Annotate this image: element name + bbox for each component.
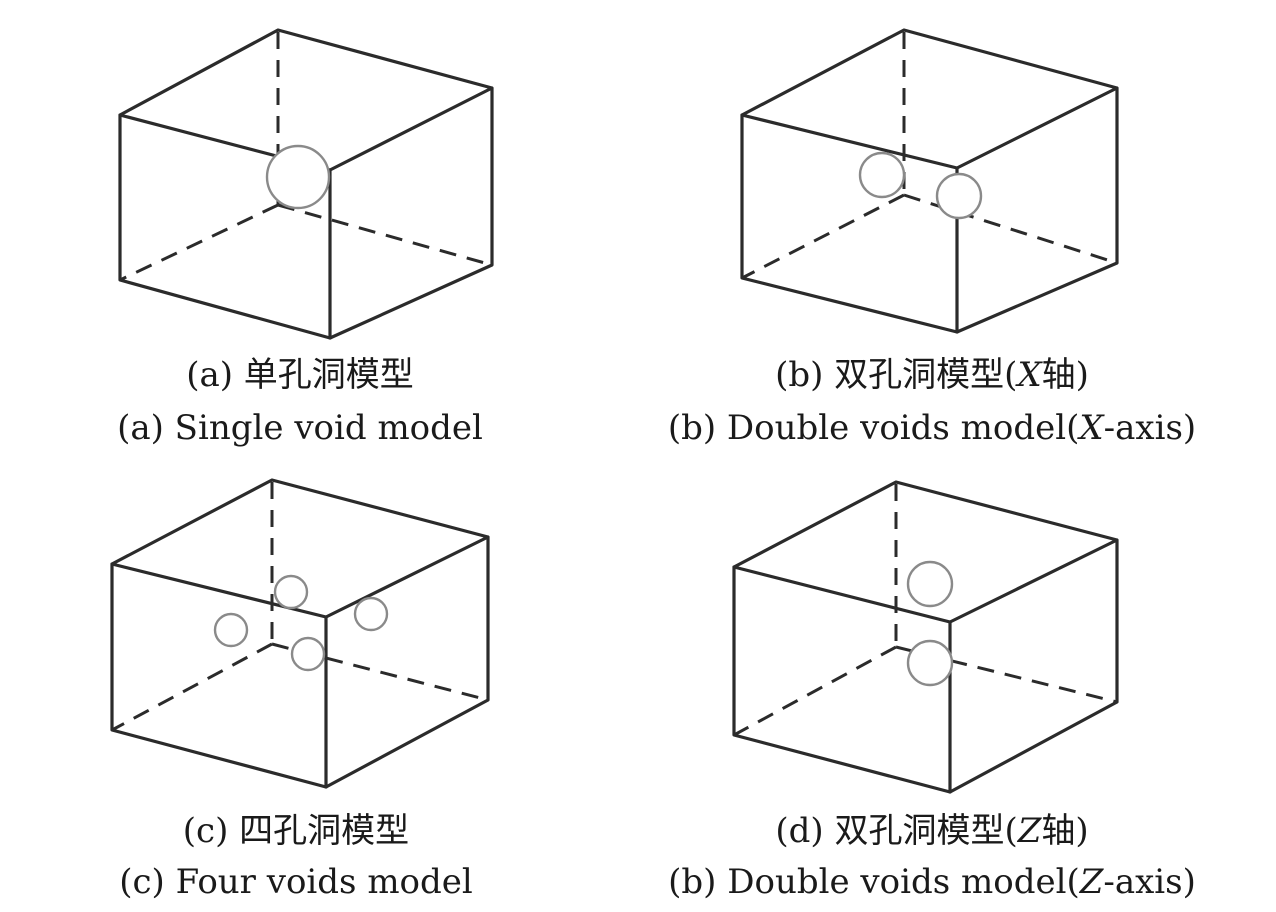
caption-en: (b) Double voids model(Z-axis): [652, 862, 1212, 902]
hidden-edge-left: [119, 203, 279, 282]
caption-cn: (c) 四孔洞模型: [182, 811, 410, 851]
void-circle: [935, 172, 983, 220]
void-circle: [290, 636, 326, 672]
caption-en: (c) Four voids model: [119, 862, 473, 902]
caption-cn-axis: X: [1017, 355, 1042, 395]
void-circle: [213, 612, 249, 648]
caption-cn: (d) 双孔洞模型(Z轴): [652, 811, 1212, 851]
hidden-edge-right: [903, 193, 1118, 265]
caption-cn-suffix: 轴): [1041, 811, 1089, 851]
caption-cn-axis: Z: [1017, 811, 1042, 851]
panel-c-four-voids: (c) 四孔洞模型 (c) Four voids model: [16, 472, 576, 902]
caption-cn: (b) 双孔洞模型(X轴): [652, 355, 1212, 395]
panel-d-double-void-z: (d) 双孔洞模型(Z轴) (b) Double voids model(Z-a…: [652, 472, 1212, 902]
caption-en: (b) Double voids model(X-axis): [652, 408, 1212, 448]
panel-b-double-void-x: (b) 双孔洞模型(X轴) (b) Double voids model(X-a…: [652, 20, 1212, 460]
caption-cn-suffix: 轴): [1041, 355, 1089, 395]
hidden-edge-left: [111, 642, 273, 732]
visible-edges: [732, 480, 1119, 794]
caption-en-suffix: -axis): [1103, 862, 1196, 902]
hidden-edge-right: [277, 203, 493, 267]
visible-edges: [110, 478, 490, 789]
caption-cn-prefix: (b) 双孔洞模型(: [775, 355, 1018, 395]
void-circle: [906, 639, 954, 687]
caption-en-axis: Z: [1079, 862, 1104, 902]
caption-en-prefix: (b) Double voids model(: [668, 862, 1080, 902]
cube-diagram-b: [740, 28, 1119, 334]
visible-edges: [740, 28, 1119, 334]
void-circle: [858, 151, 906, 199]
caption-en-axis: X: [1079, 408, 1104, 448]
void-circle: [353, 596, 389, 632]
panel-a-single-void: (a) 单孔洞模型 (a) Single void model: [20, 20, 580, 460]
caption-cn: (a) 单孔洞模型: [186, 355, 414, 395]
caption-en: (a) Single void model: [117, 408, 483, 448]
void-circle: [265, 144, 331, 210]
cube-diagram-c: [110, 478, 490, 789]
void-circle: [906, 560, 954, 608]
hidden-edge-left: [741, 193, 905, 280]
cube-diagram-d: [732, 480, 1119, 794]
hidden-edge-left: [733, 645, 897, 737]
void-circle: [273, 574, 309, 610]
caption-en-suffix: -axis): [1103, 408, 1197, 448]
caption-en-prefix: (b) Double voids model(: [667, 408, 1080, 448]
cube-diagram-a: [118, 28, 494, 340]
caption-cn-prefix: (d) 双孔洞模型(: [775, 811, 1018, 851]
